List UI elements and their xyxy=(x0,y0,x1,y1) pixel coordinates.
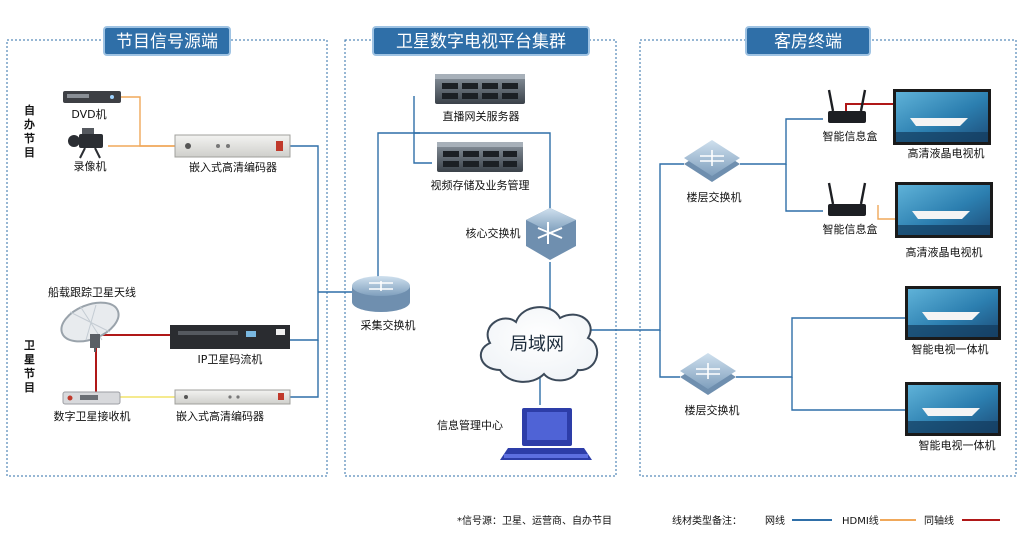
net-line-encoders-bus xyxy=(290,145,319,341)
satellite-receiver-icon xyxy=(62,391,121,405)
satellite-antenna-icon xyxy=(60,301,120,352)
net-line-lan-floor2 xyxy=(659,330,680,378)
mgmt-center-label: 信息管理中心 xyxy=(437,418,503,432)
encoder-bottom-icon xyxy=(174,389,291,405)
smart-tv-2-icon xyxy=(905,382,1001,436)
legend-label-network: 网线 xyxy=(765,514,785,527)
encoder-bottom-label: 嵌入式高清编码器 xyxy=(176,409,264,423)
gateway-server-label: 直播网关服务器 xyxy=(443,109,520,123)
coax-line-stb1-tv1 xyxy=(845,103,893,113)
stb-1-label: 智能信息盒 xyxy=(823,129,878,143)
lan-label: 局域网 xyxy=(510,334,564,355)
net-line-floor1-stb1 xyxy=(740,118,823,165)
terminal-panel-title: 客房终端 xyxy=(774,32,842,52)
core-switch-icon xyxy=(526,208,576,260)
stb-2-icon xyxy=(827,182,867,216)
tv-2-label: 高清液晶电视机 xyxy=(906,245,983,259)
net-line-servers-core xyxy=(414,132,551,210)
net-line-collect-platform xyxy=(377,132,420,278)
dvd-player-icon xyxy=(63,91,121,103)
source-panel-title: 节目信号源端 xyxy=(116,32,218,52)
side-label-self: 自办节目 xyxy=(24,103,35,159)
aio-2-label: 智能电视一体机 xyxy=(919,438,996,452)
camcorder-icon xyxy=(68,128,103,159)
net-line-floor2-aio2 xyxy=(791,377,905,411)
storage-server-label: 视频存储及业务管理 xyxy=(431,178,530,192)
stb-1-icon xyxy=(827,89,867,123)
floor-switch-2-icon xyxy=(680,353,736,395)
stb-2-label: 智能信息盒 xyxy=(823,222,878,236)
side-label-satellite: 卫星节目 xyxy=(24,339,35,394)
platform-panel: 卫星数字电视平台集群 xyxy=(344,26,617,477)
net-line-servers xyxy=(413,96,432,164)
legend-label-hdmi: HDMI线 xyxy=(842,514,879,527)
net-line-encoder2-bus xyxy=(290,340,319,398)
dvd-label: DVD机 xyxy=(71,107,106,121)
floor-switch-1-label: 楼层交换机 xyxy=(687,190,742,204)
aio-1-label: 智能电视一体机 xyxy=(912,342,989,356)
management-computer-icon xyxy=(500,408,592,460)
hdmi-line-stb2-tv2 xyxy=(877,205,895,220)
source-panel: 节目信号源端 xyxy=(6,26,328,477)
recorder-label: 录像机 xyxy=(74,159,107,173)
tv-2-icon xyxy=(895,182,993,238)
collect-switch-label: 采集交换机 xyxy=(361,318,416,332)
encoder-top-label: 嵌入式高清编码器 xyxy=(189,160,277,174)
sat-receiver-label: 数字卫星接收机 xyxy=(54,409,131,423)
net-line-floor2-aio1 xyxy=(736,317,905,378)
tv-1-label: 高清液晶电视机 xyxy=(908,146,985,160)
core-switch-label: 核心交换机 xyxy=(466,226,521,240)
connection-lines xyxy=(95,96,905,411)
source-note: *信号源：卫星、运营商、自办节目 xyxy=(457,514,612,527)
floor-switch-1-icon xyxy=(684,140,740,182)
gateway-server-icon xyxy=(435,74,525,104)
hdmi-line-dvd-encoder xyxy=(119,96,175,147)
lan-cloud-icon xyxy=(479,306,598,383)
legend-title: 线材类型备注： xyxy=(672,514,742,527)
ip-streamer-icon xyxy=(170,325,290,349)
net-line-lan-floor1 xyxy=(590,163,684,331)
collect-switch-icon xyxy=(352,276,410,312)
terminal-panel: 客房终端 xyxy=(639,26,1017,477)
floor-switch-2-label: 楼层交换机 xyxy=(685,403,740,417)
platform-panel-title: 卫星数字电视平台集群 xyxy=(396,32,566,52)
storage-server-icon xyxy=(437,142,523,172)
legend: 网线 HDMI线 同轴线 xyxy=(765,514,1000,527)
net-line-floor1-stb2 xyxy=(785,164,823,212)
smart-tv-1-icon xyxy=(905,286,1001,340)
ip-streamer-label: IP卫星码流机 xyxy=(198,352,263,366)
antenna-label: 船载跟踪卫星天线 xyxy=(48,285,136,299)
tv-1-icon xyxy=(893,89,991,145)
encoder-top-icon xyxy=(174,134,291,158)
legend-label-coax: 同轴线 xyxy=(924,514,954,527)
